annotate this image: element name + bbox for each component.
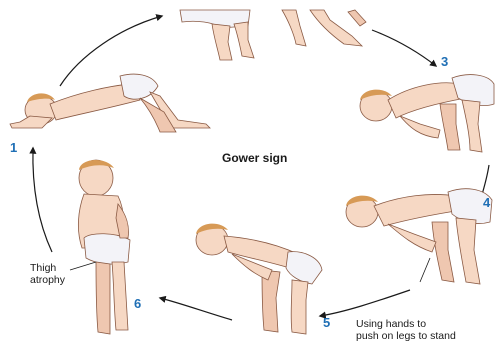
hands-push-line-1: Using hands to: [356, 318, 456, 330]
figure-step-4-pushing: [346, 189, 492, 284]
thigh-atrophy-line-2: atrophy: [30, 274, 65, 286]
figure-step-2-rising: [180, 10, 366, 60]
arrow-6-to-1: [33, 148, 52, 252]
arrow-2-to-3: [372, 30, 436, 66]
hands-push-label: Using hands to push on legs to stand: [356, 318, 456, 342]
diagram-title: Gower sign: [222, 151, 287, 165]
step-number-4: 4: [483, 195, 490, 210]
thigh-atrophy-label: Thigh atrophy: [30, 262, 65, 286]
hands-push-line-2: push on legs to stand: [356, 330, 456, 342]
thigh-atrophy-line-1: Thigh: [30, 262, 65, 274]
figure-step-3-bent: [360, 75, 494, 152]
arrow-1-to-2: [60, 16, 162, 86]
step-number-5: 5: [323, 315, 330, 330]
step-number-6: 6: [134, 296, 141, 311]
step-number-3: 3: [441, 54, 448, 69]
figure-step-5-half-standing: [196, 224, 322, 334]
step-number-1: 1: [10, 140, 17, 155]
figure-step-1-crawling: [10, 74, 210, 132]
figure-step-6-standing: [70, 160, 130, 334]
arrow-4-to-5: [320, 290, 410, 316]
arrow-5-to-6: [160, 298, 232, 320]
